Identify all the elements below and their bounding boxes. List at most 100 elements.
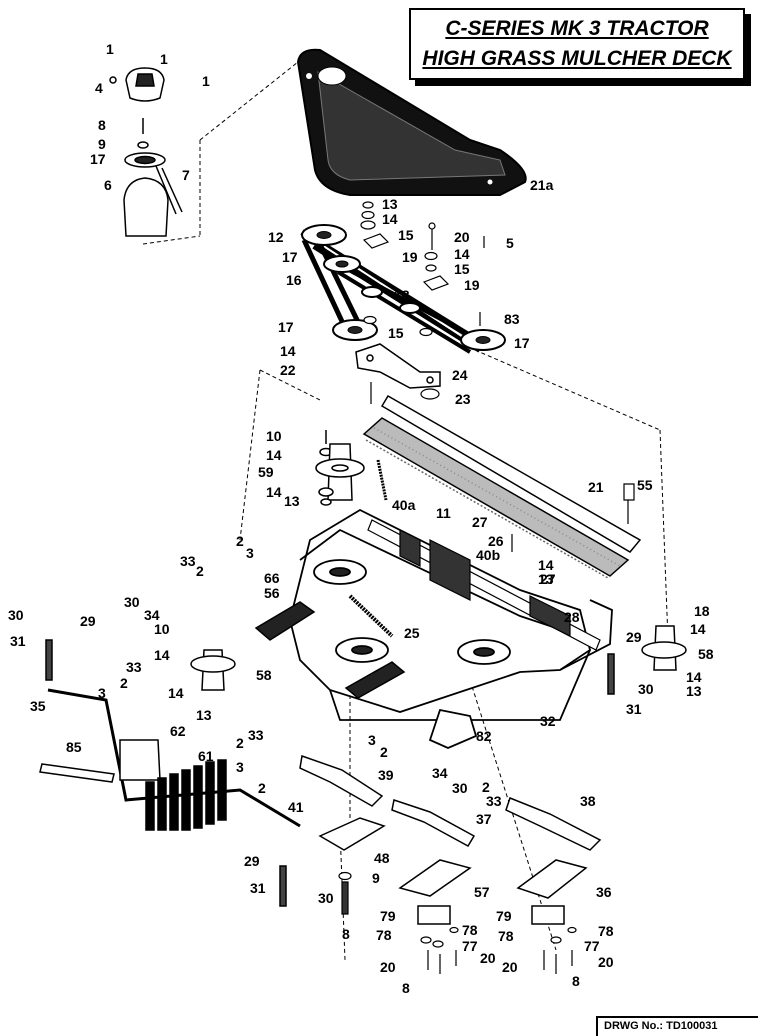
callout-c25: 25 <box>404 625 420 641</box>
callout-c30c: 30 <box>638 681 654 697</box>
callout-c20b: 20 <box>380 959 396 975</box>
mower-blades <box>299 754 602 925</box>
title-line-2: HIGH GRASS MULCHER DECK <box>422 47 732 70</box>
callout-c20e: 20 <box>598 954 614 970</box>
callout-c38: 38 <box>580 793 596 809</box>
front-baffle-panels <box>362 394 642 579</box>
callout-c21a: 21a <box>530 177 554 193</box>
callout-c18b: 18 <box>694 603 710 619</box>
pulley-cover-assembly <box>109 67 183 237</box>
callout-c15c: 15 <box>388 325 404 341</box>
callout-c14a: 14 <box>382 211 398 227</box>
callout-c66: 66 <box>264 570 280 586</box>
callout-c56: 56 <box>264 585 280 601</box>
callout-c33b: 33 <box>126 659 142 675</box>
callout-c5: 5 <box>506 235 514 251</box>
callout-c15b: 15 <box>454 261 470 277</box>
callout-c59: 59 <box>258 464 274 480</box>
callout-c14j: 14 <box>686 669 702 685</box>
callout-c2f: 2 <box>482 779 490 795</box>
callout-c30b: 30 <box>8 607 24 623</box>
callout-c20c: 20 <box>480 950 496 966</box>
callout-c13e: 13 <box>196 707 212 723</box>
callout-c58b: 58 <box>698 646 714 662</box>
callout-c9b: 9 <box>372 870 380 886</box>
callout-c11: 11 <box>436 505 451 521</box>
callout-c79a: 79 <box>380 908 396 924</box>
callout-c13c: 13 <box>538 571 554 587</box>
callout-c62: 62 <box>170 723 186 739</box>
callout-c22: 22 <box>280 362 296 378</box>
callout-c12: 12 <box>268 229 284 245</box>
callout-c79b: 79 <box>496 908 512 924</box>
callout-c37: 37 <box>476 811 492 827</box>
callout-c17c: 17 <box>278 319 294 335</box>
callout-c29b: 29 <box>626 629 642 645</box>
callout-c14e: 14 <box>266 484 282 500</box>
callout-c2g: 2 <box>258 780 266 796</box>
callout-c7: 7 <box>182 167 190 183</box>
callout-c2e: 2 <box>236 735 244 751</box>
callout-c36: 36 <box>596 884 612 900</box>
callout-c58a: 58 <box>256 667 272 683</box>
callout-c8d: 8 <box>572 973 580 989</box>
drawing-number: DRWG No.: TD100031 <box>596 1016 758 1036</box>
side-bumpers <box>254 601 406 699</box>
callout-c19a: 19 <box>402 249 418 265</box>
callout-c24: 24 <box>452 367 468 383</box>
callout-c78c: 78 <box>498 928 514 944</box>
callout-c20a: 20 <box>454 229 470 245</box>
callout-c34a: 34 <box>144 607 160 623</box>
blade-hardware <box>338 871 577 974</box>
callout-c10a: 10 <box>266 428 282 444</box>
callout-c2b: 2 <box>196 563 204 579</box>
callout-c13b: 13 <box>284 493 300 509</box>
callout-c33a: 33 <box>180 553 196 569</box>
callout-c1b: 1 <box>160 51 168 67</box>
deck-housing <box>289 508 613 749</box>
callout-c1c: 1 <box>202 73 210 89</box>
callout-c40a: 40a <box>392 497 416 513</box>
callout-c8a: 8 <box>98 117 106 133</box>
callout-c82: 82 <box>476 728 492 744</box>
callout-c77b: 77 <box>584 938 600 954</box>
callout-c3c: 3 <box>368 732 376 748</box>
callout-c13d: 13 <box>686 683 702 699</box>
belt-drive-assembly <box>300 224 506 354</box>
callout-c21: 21 <box>588 479 604 495</box>
callout-c18a: 18 <box>394 287 410 303</box>
title-line-1: C-SERIES MK 3 TRACTOR <box>445 17 709 40</box>
title-box: C-SERIES MK 3 TRACTOR HIGH GRASS MULCHER… <box>409 8 745 80</box>
callout-c28: 28 <box>564 609 580 625</box>
lift-linkage-chains <box>39 639 615 907</box>
callout-c30a: 30 <box>124 594 140 610</box>
callout-c78a: 78 <box>462 922 478 938</box>
callout-c14g: 14 <box>690 621 706 637</box>
callout-c1a: 1 <box>106 41 114 57</box>
callout-c23: 23 <box>455 391 471 407</box>
callout-c29c: 29 <box>244 853 260 869</box>
callout-c14h: 14 <box>154 647 170 663</box>
callout-c33c: 33 <box>248 727 264 743</box>
callout-c77a: 77 <box>462 938 478 954</box>
callout-c8b: 8 <box>342 926 350 942</box>
side-spindles <box>190 625 687 691</box>
belt-cover-part <box>296 48 527 196</box>
callout-c17a: 17 <box>90 151 106 167</box>
callout-c15a: 15 <box>398 227 414 243</box>
idler-bracket-part <box>355 343 441 389</box>
callout-c8c: 8 <box>402 980 410 996</box>
callout-c14d: 14 <box>266 447 282 463</box>
callout-c14c: 14 <box>280 343 296 359</box>
callout-c39: 39 <box>378 767 394 783</box>
callout-c2a: 2 <box>236 533 244 549</box>
callout-c14f: 14 <box>538 557 554 573</box>
callout-c55: 55 <box>637 477 653 493</box>
callout-c13a: 13 <box>382 196 398 212</box>
callout-c3a: 3 <box>246 545 254 561</box>
deck-rail-springs <box>348 459 635 651</box>
callout-c3b: 3 <box>98 685 106 701</box>
callout-c10b: 10 <box>154 621 170 637</box>
callout-c9a: 9 <box>98 136 106 152</box>
